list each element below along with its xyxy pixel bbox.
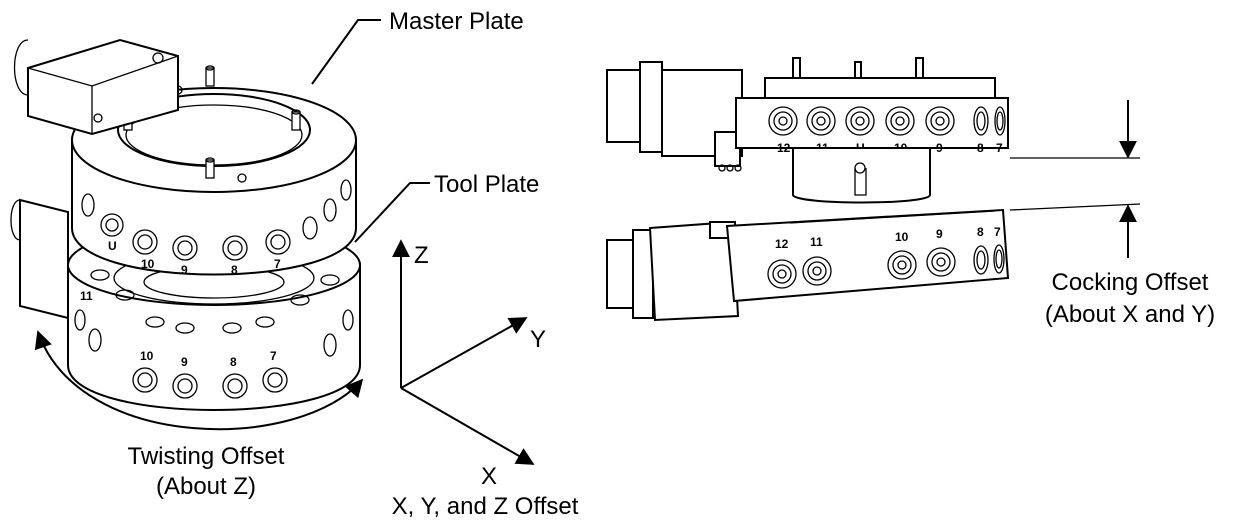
tool-front-port-label: 8 (230, 355, 237, 369)
twisting-offset-label: Twisting Offset (128, 443, 285, 470)
master-side-port-label: U (108, 239, 117, 253)
side-view-tool: 12 11 10 9 8 7 (606, 208, 1010, 322)
side-tool-port-label: 9 (936, 227, 943, 241)
side-tool-port-label: 12 (775, 237, 789, 251)
tool-front-port-label: 9 (181, 355, 188, 369)
side-tool-port-label: 7 (994, 225, 1001, 239)
y-axis (400, 317, 528, 389)
master-plate-illustration: 10 9 8 7 U (13, 38, 357, 277)
master-plate-label: Master Plate (389, 8, 524, 35)
z-axis-label: Z (414, 242, 429, 269)
side-master-port-label: 12 (777, 141, 791, 155)
twisting-offset-arrow (34, 330, 364, 431)
master-front-port-label: 8 (231, 263, 238, 277)
side-master-port-label: 9 (936, 141, 943, 155)
xyz-offset-label: X, Y, and Z Offset (392, 493, 579, 520)
master-front-port-label: 9 (181, 263, 188, 277)
x-axis (400, 387, 535, 465)
side-master-port-label: 8 (977, 141, 984, 155)
side-master-port-label: 7 (996, 141, 1003, 155)
master-front-port-label: 10 (141, 257, 155, 271)
cocking-offset-dimension (1009, 100, 1141, 258)
tool-plate-label: Tool Plate (434, 171, 539, 198)
side-tool-port-label: 10 (895, 230, 909, 244)
twisting-offset-sub-label: (About Z) (156, 473, 256, 500)
tool-front-port-label: 7 (270, 349, 277, 363)
cocking-offset-label: Cocking Offset (1052, 269, 1209, 296)
tool-front-port-label: 10 (140, 349, 154, 363)
cocking-offset-sub-label: (About X and Y) (1045, 301, 1215, 328)
side-tool-port-label: 11 (810, 235, 823, 249)
x-axis-label: X (481, 463, 497, 490)
xyz-axes: Z Y X (392, 239, 546, 490)
y-axis-label: Y (530, 326, 546, 353)
side-tool-port-label: 8 (977, 225, 984, 239)
master-front-port-label: 7 (274, 257, 281, 271)
side-view-master: 12 11 U 10 9 8 7 (606, 57, 1009, 204)
master-plate-leader (311, 19, 381, 85)
tool-side-port-label: 11 (80, 289, 93, 303)
tool-plate-leader (354, 182, 430, 243)
isometric-tool-changer: 10 9 8 7 11 (10, 38, 361, 411)
